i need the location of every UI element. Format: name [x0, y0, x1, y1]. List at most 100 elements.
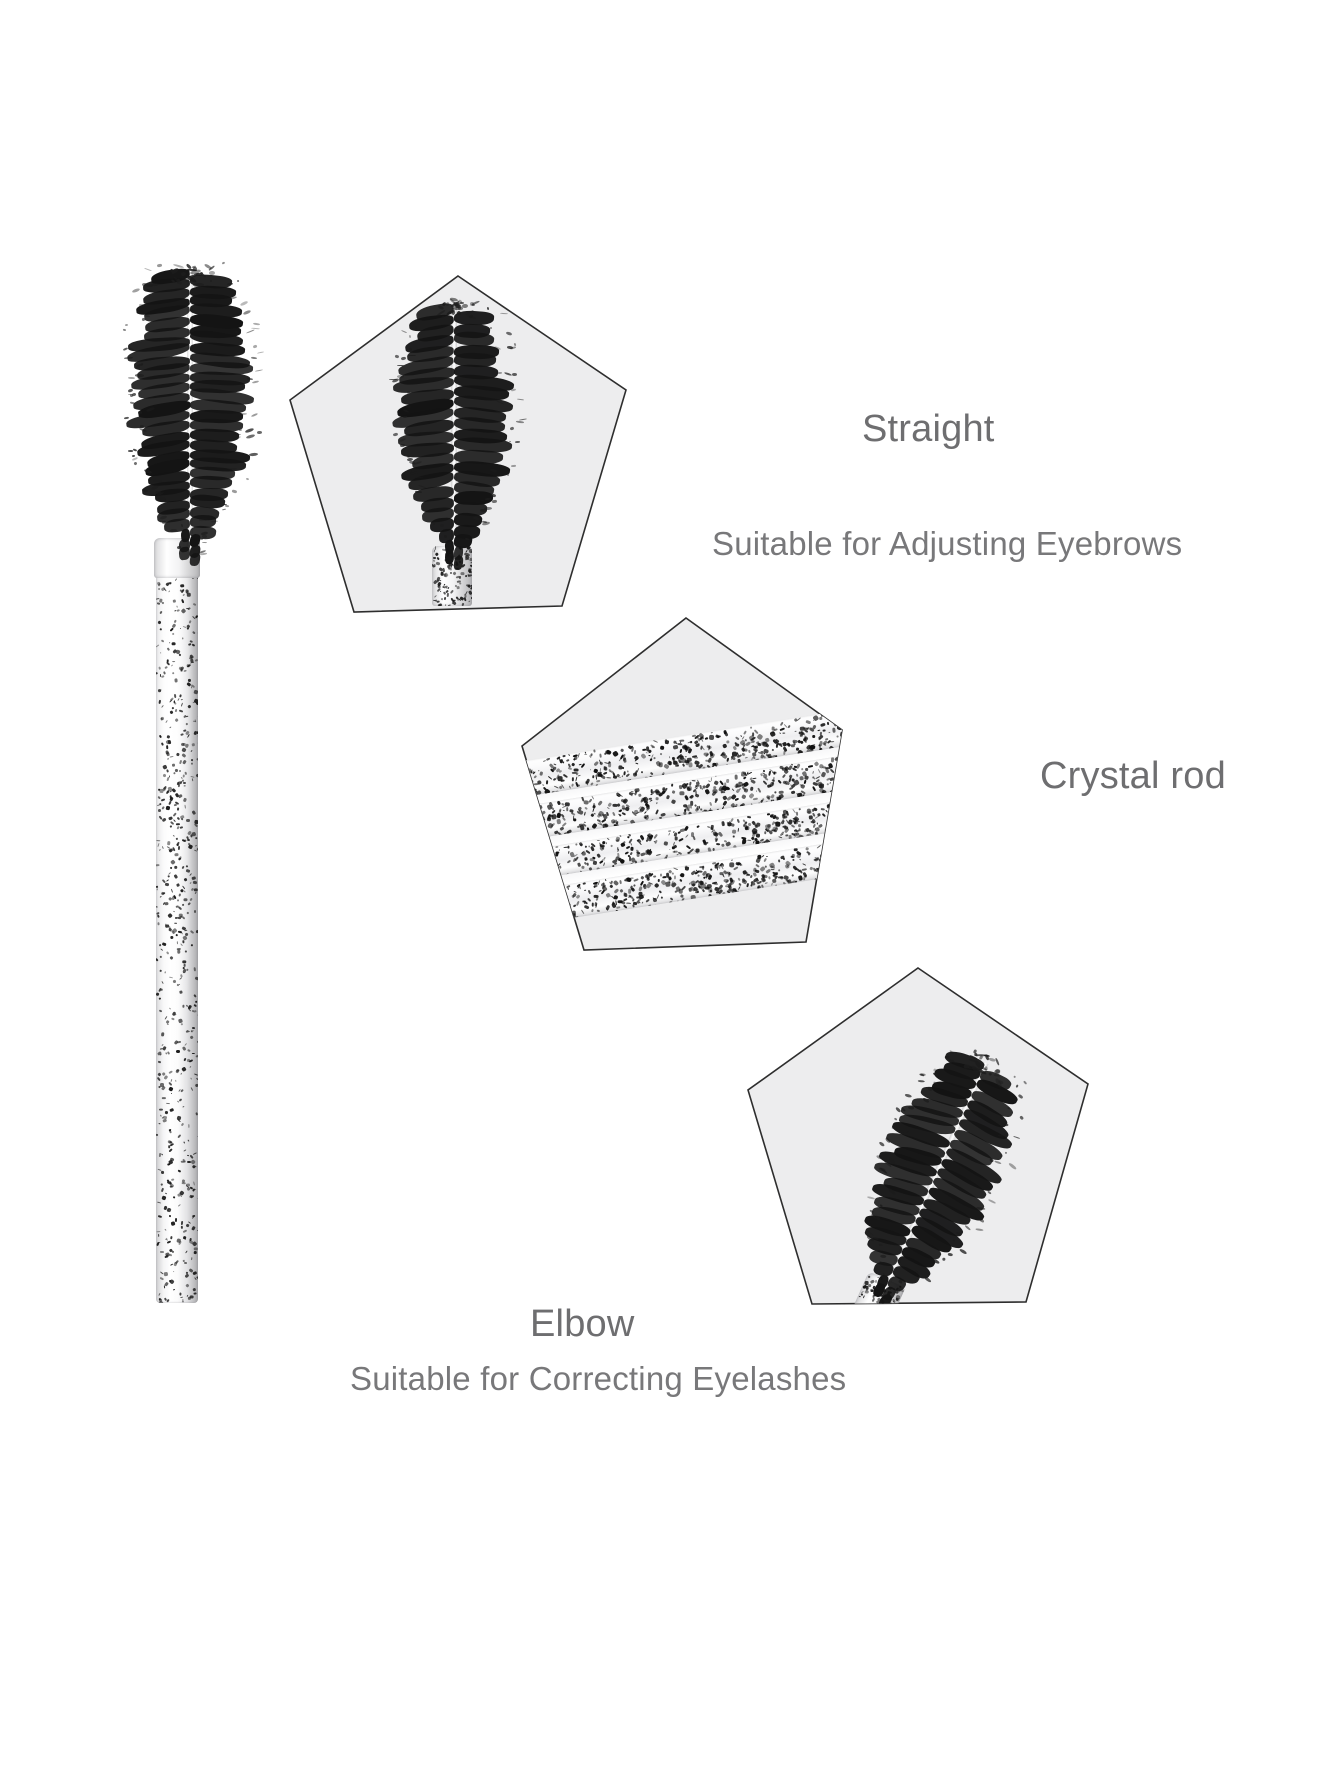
glitter-fleck — [196, 847, 198, 852]
glitter-fleck — [852, 1325, 855, 1328]
glitter-fleck — [875, 1322, 876, 1326]
glitter-fleck — [170, 1017, 175, 1021]
glitter-fleck — [476, 814, 478, 816]
glitter-fleck — [498, 796, 503, 801]
glitter-fleck — [173, 577, 177, 582]
glitter-fleck — [182, 759, 187, 764]
glitter-fleck — [191, 777, 194, 782]
glitter-fleck — [492, 815, 496, 819]
glitter-fleck — [888, 796, 891, 797]
main-product-image — [120, 250, 300, 1320]
glitter-fleck — [714, 775, 717, 778]
glitter-fleck — [730, 817, 735, 822]
glitter-fleck — [551, 822, 556, 828]
glitter-fleck — [885, 858, 890, 864]
bristle-hair — [254, 369, 264, 373]
glitter-fleck — [558, 770, 562, 774]
glitter-fleck — [160, 1153, 163, 1157]
bristle-hair — [201, 541, 207, 543]
glitter-fleck — [166, 912, 173, 919]
glitter-fleck — [596, 909, 600, 913]
glitter-fleck — [170, 627, 174, 632]
glitter-fleck — [180, 1226, 183, 1230]
glitter-fleck — [586, 862, 589, 866]
glitter-fleck — [500, 793, 505, 798]
glitter-fleck — [849, 805, 853, 810]
glitter-fleck — [883, 843, 887, 847]
glitter-fleck — [192, 661, 195, 663]
glitter-fleck — [159, 948, 163, 952]
glitter-fleck — [634, 878, 639, 882]
glitter-fleck — [501, 785, 507, 791]
glitter-fleck — [667, 876, 672, 881]
glitter-fleck — [506, 896, 509, 899]
glitter-fleck — [706, 744, 713, 750]
glitter-fleck — [827, 721, 830, 725]
bristle-hair — [486, 307, 489, 311]
glitter-fleck — [612, 750, 620, 757]
glitter-fleck — [875, 1337, 878, 1340]
glitter-fleck — [167, 1081, 173, 1087]
glitter-fleck — [658, 889, 663, 894]
glitter-fleck — [849, 1328, 853, 1332]
glitter-fleck — [825, 809, 829, 814]
glitter-fleck — [876, 723, 880, 727]
glitter-fleck — [189, 1077, 192, 1081]
glitter-fleck — [186, 1155, 189, 1158]
glitter-fleck — [575, 894, 581, 900]
glitter-fleck — [192, 1271, 198, 1275]
brush-wire-core — [451, 306, 457, 551]
glitter-fleck — [173, 1289, 176, 1291]
glitter-fleck — [863, 802, 865, 804]
glitter-fleck — [495, 834, 498, 838]
glitter-fleck — [165, 879, 169, 883]
glitter-fleck — [487, 879, 492, 881]
glitter-fleck — [653, 904, 658, 909]
glitter-fleck — [635, 762, 639, 765]
glitter-fleck — [165, 805, 171, 810]
glitter-fleck — [165, 744, 169, 749]
glitter-fleck — [161, 1188, 165, 1193]
glitter-fleck — [179, 770, 182, 773]
glitter-fleck — [504, 869, 507, 872]
glitter-fleck — [895, 833, 901, 839]
brush-bristle-head — [122, 260, 265, 567]
glitter-fleck — [176, 1115, 182, 1120]
glitter-fleck — [159, 628, 162, 631]
bristle-hair — [439, 523, 444, 527]
glitter-fleck — [626, 902, 632, 905]
glitter-fleck — [777, 859, 781, 864]
bristle-hair — [156, 263, 162, 268]
glitter-fleck — [856, 777, 858, 779]
glitter-fleck — [181, 608, 187, 614]
glitter-fleck — [645, 752, 648, 755]
glitter-fleck — [180, 1220, 183, 1226]
glitter-fleck — [498, 779, 501, 782]
glitter-fleck — [489, 834, 491, 836]
glitter-fleck — [169, 1278, 175, 1285]
glitter-fleck — [807, 765, 813, 769]
glitter-fleck — [157, 1060, 161, 1063]
glitter-fleck — [504, 794, 507, 796]
glitter-fleck — [191, 630, 196, 635]
glitter-fleck — [506, 900, 510, 904]
glitter-fleck — [762, 857, 767, 863]
glitter-fleck — [856, 1315, 859, 1318]
glitter-fleck — [490, 875, 495, 879]
glitter-fleck — [546, 757, 551, 762]
glitter-fleck — [470, 775, 476, 781]
glitter-fleck — [179, 930, 183, 935]
glitter-fleck — [877, 751, 883, 757]
glitter-fleck — [619, 880, 623, 885]
glitter-fleck — [770, 793, 775, 799]
glitter-fleck — [183, 805, 186, 810]
glitter-fleck — [870, 836, 876, 842]
glitter-fleck — [721, 743, 727, 749]
glitter-fleck — [888, 1315, 891, 1318]
glitter-fleck — [175, 837, 179, 841]
glitter-fleck — [170, 1179, 175, 1182]
bristle-hair — [138, 411, 142, 414]
glitter-fleck — [624, 806, 631, 812]
glitter-fleck — [900, 837, 905, 843]
bristle-hair — [400, 330, 407, 334]
